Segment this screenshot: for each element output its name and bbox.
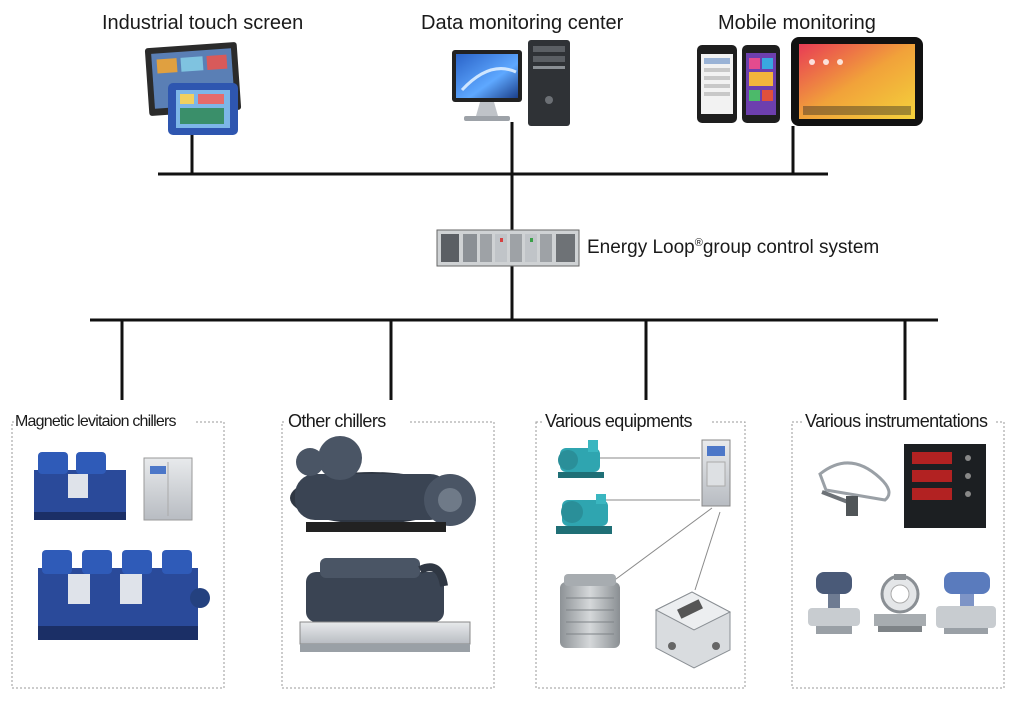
cooling-tower-image [560,574,620,648]
digital-meter-image [904,444,986,528]
electromagnetic-flowmeter-image [936,572,996,634]
temperature-probe-image [818,461,891,516]
other-chiller-bottom-image [299,558,471,652]
controller-image [436,229,580,267]
equipments-label: Various equipments [545,411,693,431]
maglev-chiller-small-image [34,452,126,520]
pump-top-image [558,440,604,478]
inverter-image [701,439,731,507]
junction-box-image [654,591,732,669]
touch-screen-label: Industrial touch screen [102,12,303,34]
valve-image [808,572,860,634]
industrial-touch-screen-image [144,42,242,135]
controller-label: Energy Loop®group control system [587,237,879,258]
pump-bottom-image [556,494,612,534]
flow-meter-image [874,574,926,632]
maglev-label: Magnetic levitaion chillers [15,413,177,430]
mobile-label: Mobile monitoring [718,12,876,34]
maglev-cabinet-image [143,457,193,521]
mobile-monitoring-image [697,37,923,126]
maglev-chiller-large-image [38,550,210,640]
network-lines [90,122,938,400]
instruments-label: Various instrumentations [805,411,988,431]
data-center-label: Data monitoring center [421,12,624,34]
other-chillers-label: Other chillers [288,411,386,431]
data-monitoring-center-image [452,40,570,126]
other-chiller-top-image [290,436,476,532]
equipments-connectors [600,457,721,591]
